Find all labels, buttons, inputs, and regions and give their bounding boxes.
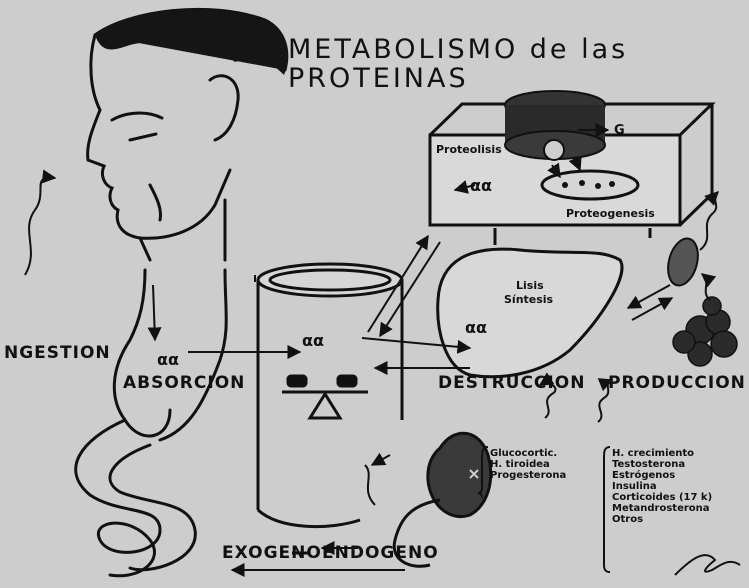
amino-acid-symbol-stomach: αα <box>157 352 179 368</box>
synthesis-label: Síntesis <box>504 294 553 305</box>
gland-cluster <box>673 297 737 366</box>
promoter-hormone-item: Corticoides (17 k) <box>612 492 712 503</box>
proteogenesis-label: Proteogenesis <box>566 208 655 219</box>
promoter-hormone-item: H. crecimiento <box>612 448 712 459</box>
amino-acid-symbol-pool: αα <box>302 333 324 349</box>
nucleus-illustration <box>505 91 605 160</box>
digestive-tract <box>76 270 227 576</box>
ingestion-label: NGESTION <box>4 345 111 362</box>
balance-scale <box>282 376 368 418</box>
amino-acid-symbol-liver: αα <box>465 320 487 336</box>
absorption-label: ABSORCION <box>123 375 245 392</box>
promoter-hormone-list: H. crecimiento Testosterona Estrógenos I… <box>612 448 712 525</box>
promoter-hormone-item: Otros <box>612 514 712 525</box>
promoter-hormone-item: Testosterona <box>612 459 712 470</box>
promoter-hormone-item: Insulina <box>612 481 712 492</box>
air-swirl-arrow <box>25 178 55 275</box>
inhibitor-hormone-item: Progesterona <box>490 470 566 481</box>
promoter-hormone-item: Estrógenos <box>612 470 712 481</box>
amino-acid-pool-cylinder <box>258 264 402 527</box>
liver-shape <box>438 249 622 377</box>
amino-acid-symbol-cell: αα <box>470 178 492 194</box>
promoter-hormone-item: Metandrosterona <box>612 503 712 514</box>
mitochondria-shape <box>542 171 638 199</box>
destruction-label: DESTRUCCION <box>438 375 585 392</box>
diagram-title-line1: METABOLISMO de las <box>288 36 628 63</box>
exogenous-label: EXOGENO <box>222 545 322 562</box>
lysis-label: Lisis <box>516 280 544 291</box>
production-label: PRODUCCION <box>608 375 746 392</box>
artist-signature <box>675 555 740 575</box>
inhibitor-hormone-item: Glucocortic. <box>490 448 566 459</box>
g-label: G <box>614 124 625 137</box>
inhibitor-hormone-list: Glucocortic. H. tiroidea Progesterona <box>490 448 566 481</box>
kidney-illustration <box>663 235 702 289</box>
proteolysis-label: Proteolisis <box>436 144 502 155</box>
endogenous-label: ENDOGENO <box>322 545 439 562</box>
diagram-title-line2: PROTEINAS <box>288 65 469 92</box>
inhibitor-hormone-item: H. tiroidea <box>490 459 566 470</box>
